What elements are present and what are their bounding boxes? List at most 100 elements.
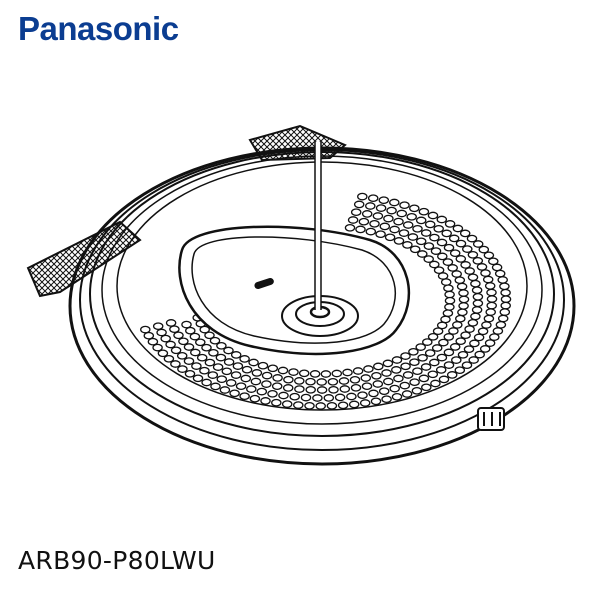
steam-hole xyxy=(430,379,441,388)
steam-hole xyxy=(173,331,184,340)
steam-hole xyxy=(488,257,499,266)
steam-hole xyxy=(160,334,171,343)
steam-hole xyxy=(393,237,405,245)
steam-hole xyxy=(191,362,202,370)
steam-hole xyxy=(210,382,221,391)
steam-hole xyxy=(389,225,400,234)
steam-hole xyxy=(381,395,392,404)
steam-hole xyxy=(152,343,163,352)
steam-hole xyxy=(454,276,466,285)
steam-hole xyxy=(424,349,436,357)
steam-hole xyxy=(478,245,490,254)
steam-hole xyxy=(442,309,454,318)
steam-hole xyxy=(240,374,252,383)
steam-hole xyxy=(447,264,458,272)
steam-hole xyxy=(421,383,432,392)
steam-hole xyxy=(361,382,373,391)
steam-hole xyxy=(429,260,440,269)
steam-hole xyxy=(375,204,387,212)
steam-hole xyxy=(481,321,492,329)
steam-hole xyxy=(372,212,384,220)
steam-hole xyxy=(436,238,448,247)
steam-hole xyxy=(471,286,483,295)
steam-hole xyxy=(219,386,231,394)
steam-hole xyxy=(430,247,442,255)
steam-hole xyxy=(499,308,511,316)
steam-hole xyxy=(483,251,495,260)
steam-hole xyxy=(165,319,177,327)
steam-hole xyxy=(467,318,479,327)
steam-hole xyxy=(497,276,508,284)
steam-hole xyxy=(417,250,428,258)
steam-hole xyxy=(393,374,404,383)
steam-hole xyxy=(467,250,479,259)
vent-slot xyxy=(254,277,274,289)
steam-hole xyxy=(251,369,263,377)
steam-hole xyxy=(449,343,461,351)
steam-hole xyxy=(458,302,469,310)
steam-hole xyxy=(418,374,430,383)
steam-hole xyxy=(337,401,349,410)
steam-hole xyxy=(472,292,484,301)
steam-hole xyxy=(438,338,449,347)
steam-hole xyxy=(165,340,176,349)
steam-hole xyxy=(443,243,455,252)
steam-hole xyxy=(199,366,210,375)
steam-hole xyxy=(358,217,370,226)
steam-hole xyxy=(334,393,346,402)
steam-hole xyxy=(467,273,479,282)
steam-hole xyxy=(378,387,390,396)
steam-hole xyxy=(459,229,471,238)
steam-hole xyxy=(221,367,233,376)
steam-hole xyxy=(436,215,448,224)
steam-hole xyxy=(415,343,426,351)
steam-hole xyxy=(484,339,496,347)
steam-hole xyxy=(281,400,293,408)
steam-hole xyxy=(347,216,359,224)
steam-hole xyxy=(267,389,278,398)
steam-hole xyxy=(190,348,201,357)
steam-hole xyxy=(500,301,511,310)
steam-hole xyxy=(204,358,216,367)
steam-hole xyxy=(483,314,495,323)
steam-hole xyxy=(474,350,485,359)
steam-hole xyxy=(466,234,478,243)
steam-hole xyxy=(315,402,326,410)
steam-hole xyxy=(344,223,356,232)
steam-hole xyxy=(359,399,371,407)
steam-hole xyxy=(288,368,299,376)
steam-hole xyxy=(368,389,379,398)
steam-hole xyxy=(396,209,408,218)
steam-hole xyxy=(452,321,463,329)
steam-hole xyxy=(412,367,423,376)
steam-hole xyxy=(305,377,316,386)
steam-hole xyxy=(427,211,439,220)
steam-hole xyxy=(470,312,481,321)
steam-hole xyxy=(391,392,403,401)
steam-hole xyxy=(283,375,294,384)
steam-hole xyxy=(183,343,195,351)
steam-hole xyxy=(423,255,434,263)
steam-hole xyxy=(346,392,357,401)
steam-hole xyxy=(261,380,272,388)
steam-hole xyxy=(143,331,155,340)
steam-hole xyxy=(156,328,167,337)
steam-hole xyxy=(441,229,452,238)
steam-hole xyxy=(357,192,368,201)
steam-hole xyxy=(485,308,496,316)
steam-hole xyxy=(444,290,455,299)
steam-hole xyxy=(484,282,496,290)
steam-hole xyxy=(250,377,262,386)
steam-hole xyxy=(473,333,485,342)
outer-rim xyxy=(68,146,576,466)
steam-hole xyxy=(208,348,219,357)
steam-hole xyxy=(446,371,458,379)
steam-hole xyxy=(327,377,339,386)
model-number: ARB90-P80LWU xyxy=(18,546,216,575)
steam-hole xyxy=(257,361,269,370)
steam-hole xyxy=(477,327,489,336)
steam-hole xyxy=(353,200,365,209)
steam-hole xyxy=(463,345,475,354)
steam-hole xyxy=(480,269,491,277)
steam-hole xyxy=(443,348,455,357)
